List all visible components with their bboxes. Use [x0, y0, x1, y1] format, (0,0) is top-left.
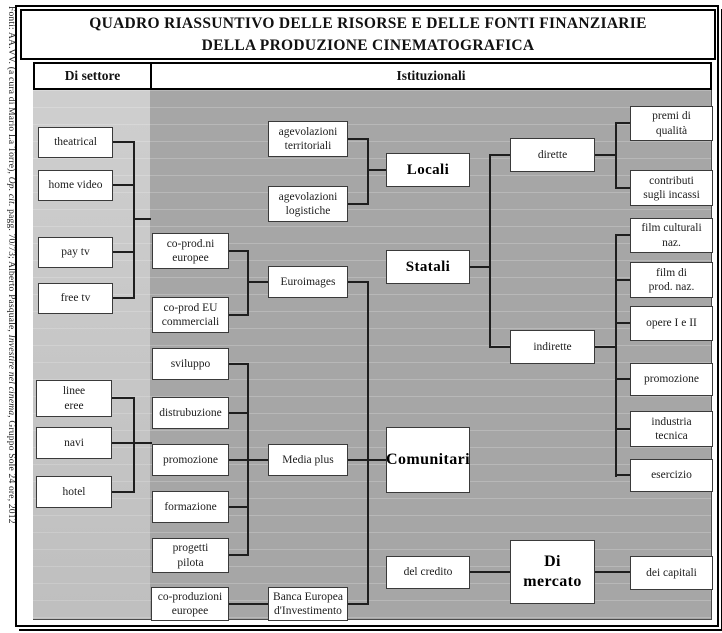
node-formazione: formazione [152, 491, 229, 523]
citation-book-title: Investire nel cinema [6, 334, 16, 416]
header-istituzionali: Istituzionali [396, 68, 466, 83]
connector-line [113, 251, 133, 253]
node-co-prod-eu-commerciali: co-prod EU commerciali [152, 297, 229, 333]
connector-line [113, 297, 133, 299]
connector-line [133, 141, 135, 299]
connector-line [229, 603, 268, 605]
connector-line [615, 234, 617, 477]
node-sviluppo: sviluppo [152, 348, 229, 380]
node-industria-tecnica: industria tecnica [630, 411, 713, 447]
connector-line [615, 122, 617, 189]
connector-line [367, 138, 369, 205]
node-media-plus: Media plus [268, 444, 348, 476]
node-co-prod-ni-europee: co-prod.ni europee [152, 233, 229, 269]
node-dirette: dirette [510, 138, 595, 172]
connector-line [367, 281, 369, 605]
node-premi-di-qualita: premi di qualità [630, 106, 713, 141]
column-headers: Di settore Istituzionali [33, 62, 712, 90]
connector-line [112, 491, 133, 493]
node-hotel: hotel [36, 476, 112, 508]
connector-line [595, 571, 630, 573]
node-promozione-media: promozione [152, 444, 229, 476]
connector-line [615, 322, 630, 324]
connector-line [229, 250, 247, 252]
node-banca-europea-investimento: Banca Europea d'Investimento [268, 587, 348, 621]
connector-line [229, 412, 247, 414]
node-film-culturali-naz: film culturali naz. [630, 218, 713, 253]
node-promozione-indiretta: promozione [630, 363, 713, 396]
connector-line [229, 554, 247, 556]
node-contributi-sugli-incassi: contributi sugli incassi [630, 170, 713, 206]
connector-line [470, 571, 510, 573]
node-free-tv: free tv [38, 283, 113, 314]
node-progetti-pilota: progetti pilota [152, 538, 229, 573]
connector-line [615, 279, 630, 281]
connector-line [229, 314, 247, 316]
node-theatrical: theatrical [38, 127, 113, 158]
connector-line [133, 218, 151, 220]
connector-line [489, 346, 510, 348]
connector-line [348, 603, 367, 605]
title-box: QUADRO RIASSUNTIVO DELLE RISORSE E DELLE… [20, 9, 716, 60]
citation-suffix: , Gruppo Sole 24 ore, 2012 [6, 415, 16, 524]
connector-line [113, 141, 133, 143]
node-linee-eree: linee eree [36, 380, 112, 417]
node-indirette: indirette [510, 330, 595, 364]
node-del-credito: del credito [386, 556, 470, 589]
connector-line [615, 378, 630, 380]
connector-line [247, 281, 268, 283]
connector-line [348, 138, 367, 140]
node-distrubuzione: distrubuzione [152, 397, 229, 429]
node-home-video: home video [38, 170, 113, 201]
connector-line [595, 346, 615, 348]
node-statali: Statali [386, 250, 470, 284]
node-comunitari: Comunitari [386, 427, 470, 493]
connector-line [615, 474, 630, 476]
connector-line [615, 234, 630, 236]
connector-line [247, 363, 249, 556]
connector-line [113, 184, 133, 186]
connector-line [615, 428, 630, 430]
node-opere-i-e-ii: opere I e II [630, 306, 713, 341]
connector-line [615, 122, 630, 124]
connector-line [489, 154, 491, 348]
node-euroimages: Euroimages [268, 266, 348, 298]
connector-line [247, 250, 249, 316]
node-navi: navi [36, 427, 112, 459]
connector-line [470, 266, 489, 268]
header-di-settore: Di settore [35, 64, 152, 88]
node-dei-capitali: dei capitali [630, 556, 713, 590]
node-agevolazioni-logistiche: agevolazioni logistiche [268, 186, 348, 222]
connector-line [229, 363, 247, 365]
connector-line [112, 442, 152, 444]
node-di-mercato: Di mercato [510, 540, 595, 604]
connector-line [348, 281, 367, 283]
citation-middle: pagg. 70/73; Alberto Pasquale, [6, 206, 16, 335]
node-co-produzioni-europee: co-produzioni europee [151, 587, 229, 621]
connector-line [615, 187, 630, 189]
node-pay-tv: pay tv [38, 237, 113, 268]
connector-line [367, 169, 386, 171]
node-film-di-prod-naz: film di prod. naz. [630, 262, 713, 298]
title-line-2: DELLA PRODUZIONE CINEMATOGRAFICA [201, 36, 535, 54]
connector-line [595, 154, 615, 156]
title-line-1: QUADRO RIASSUNTIVO DELLE RISORSE E DELLE… [89, 14, 647, 32]
connector-line [489, 154, 510, 156]
connector-line [348, 203, 367, 205]
node-agevolazioni-territoriali: agevolazioni territoriali [268, 121, 348, 157]
citation-op-cit: Op. cit. [6, 176, 16, 207]
connector-line [133, 397, 135, 493]
node-locali: Locali [386, 153, 470, 187]
source-citation: Fonti: AA.VV. (a cura di Mario La Torre)… [0, 6, 16, 628]
connector-line [229, 506, 247, 508]
node-esercizio: esercizio [630, 459, 713, 492]
connector-line [112, 397, 133, 399]
citation-prefix: Fonti: AA.VV. (a cura di Mario La Torre)… [6, 6, 16, 177]
